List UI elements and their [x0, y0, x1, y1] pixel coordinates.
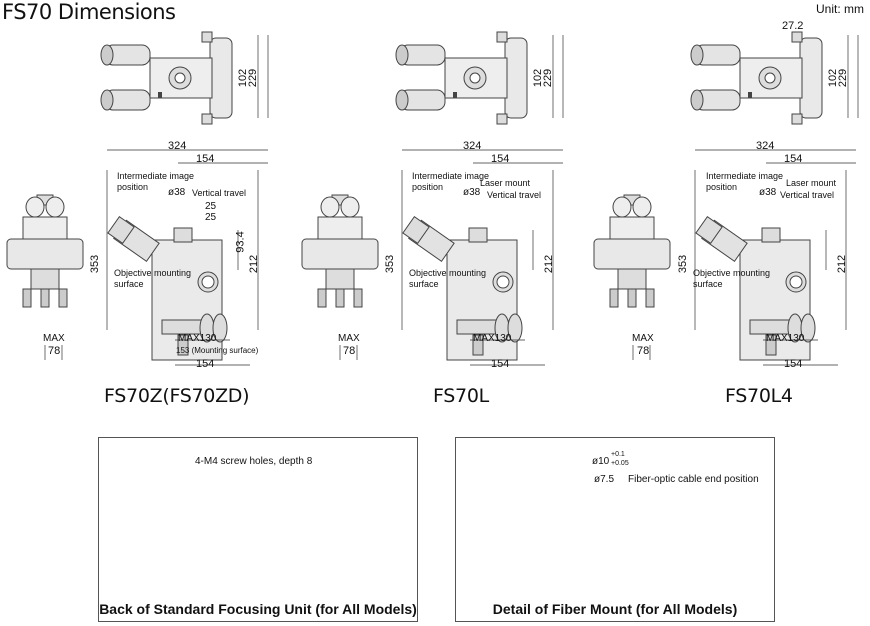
top-view-fs70l — [395, 31, 528, 125]
fiber-caption: Detail of Fiber Mount (for All Models) — [492, 601, 738, 617]
max130-l: MAX130 — [473, 333, 512, 344]
max-l4: MAX — [632, 333, 654, 344]
dim-324-l: 324 — [463, 140, 482, 152]
dim-25b: 25 — [205, 212, 217, 223]
dim-353-l4: 353 — [677, 254, 690, 274]
dim-27-2: 27.2 — [782, 20, 804, 32]
dim-212-l4: 212 — [836, 254, 849, 274]
back-panel: 4-M4 screw holes, depth 8 Back of Standa… — [98, 437, 418, 622]
dim-93-4: 93.4 — [234, 231, 247, 253]
phi38-l: ø38 — [463, 187, 481, 198]
dim-353-l: 353 — [384, 254, 397, 274]
front-view-fs70l4 — [593, 194, 671, 308]
phi7-5: ø7.5 — [594, 474, 615, 485]
top-view-fs70z — [100, 31, 233, 125]
dim-154b-l4: 154 — [784, 358, 803, 370]
laser-mount-l4: Laser mount — [786, 178, 837, 188]
dim-324-l4: 324 — [756, 140, 775, 152]
phi38-l4: ø38 — [759, 187, 777, 198]
screw-label: 4-M4 screw holes, depth 8 — [195, 456, 313, 467]
dim-324: 324 — [168, 140, 187, 152]
dim-212-l: 212 — [543, 254, 556, 274]
dim-229-l4: 229 — [837, 68, 850, 88]
dim-154-l4: 154 — [784, 153, 803, 165]
dim-154-l: 154 — [491, 153, 510, 165]
cable-label: Fiber-optic cable end position — [628, 474, 759, 485]
dim-25a: 25 — [205, 201, 217, 212]
back-caption: Back of Standard Focusing Unit (for All … — [99, 601, 417, 617]
max130-l4: MAX130 — [766, 333, 805, 344]
top-view-fs70l4 — [690, 31, 823, 125]
max-l: MAX — [338, 333, 360, 344]
model-name-fs70l: FS70L — [433, 385, 489, 407]
dim-154: 154 — [196, 153, 215, 165]
max130: MAX130 — [178, 333, 217, 344]
page-title: FS70 Dimensions — [2, 0, 176, 24]
dim-78-l4: 78 — [637, 345, 650, 357]
model-name-fs70l4: FS70L4 — [725, 385, 793, 407]
dim-353: 353 — [89, 254, 102, 274]
vertical-travel-l4: Vertical travel — [780, 190, 835, 200]
tol-dn: +0.05 — [611, 460, 629, 467]
phi10: ø10 — [592, 456, 610, 467]
dim-229: 229 — [247, 68, 260, 88]
front-view-fs70z — [6, 194, 84, 308]
max: MAX — [43, 333, 65, 344]
dim-78-l: 78 — [343, 345, 356, 357]
dim-212: 212 — [248, 254, 261, 274]
model-name-fs70z: FS70Z(FS70ZD) — [104, 385, 250, 407]
dim-154b-l: 154 — [491, 358, 510, 370]
unit-label: Unit: mm — [816, 2, 864, 16]
dim-78: 78 — [48, 345, 61, 357]
dim-229-l: 229 — [542, 68, 555, 88]
dim-154b: 154 — [196, 358, 215, 370]
front-view-fs70l — [301, 194, 379, 308]
laser-mount-l: Laser mount — [480, 178, 531, 188]
vertical-travel: Vertical travel — [192, 188, 247, 198]
mount153: 153 (Mounting surface) — [176, 346, 259, 355]
fiber-panel: ø10 +0.1 +0.05 ø7.5 Fiber-optic cable en… — [455, 437, 775, 622]
tol-up: +0.1 — [611, 451, 625, 458]
phi38: ø38 — [168, 187, 186, 198]
vertical-travel-l: Vertical travel — [487, 190, 542, 200]
